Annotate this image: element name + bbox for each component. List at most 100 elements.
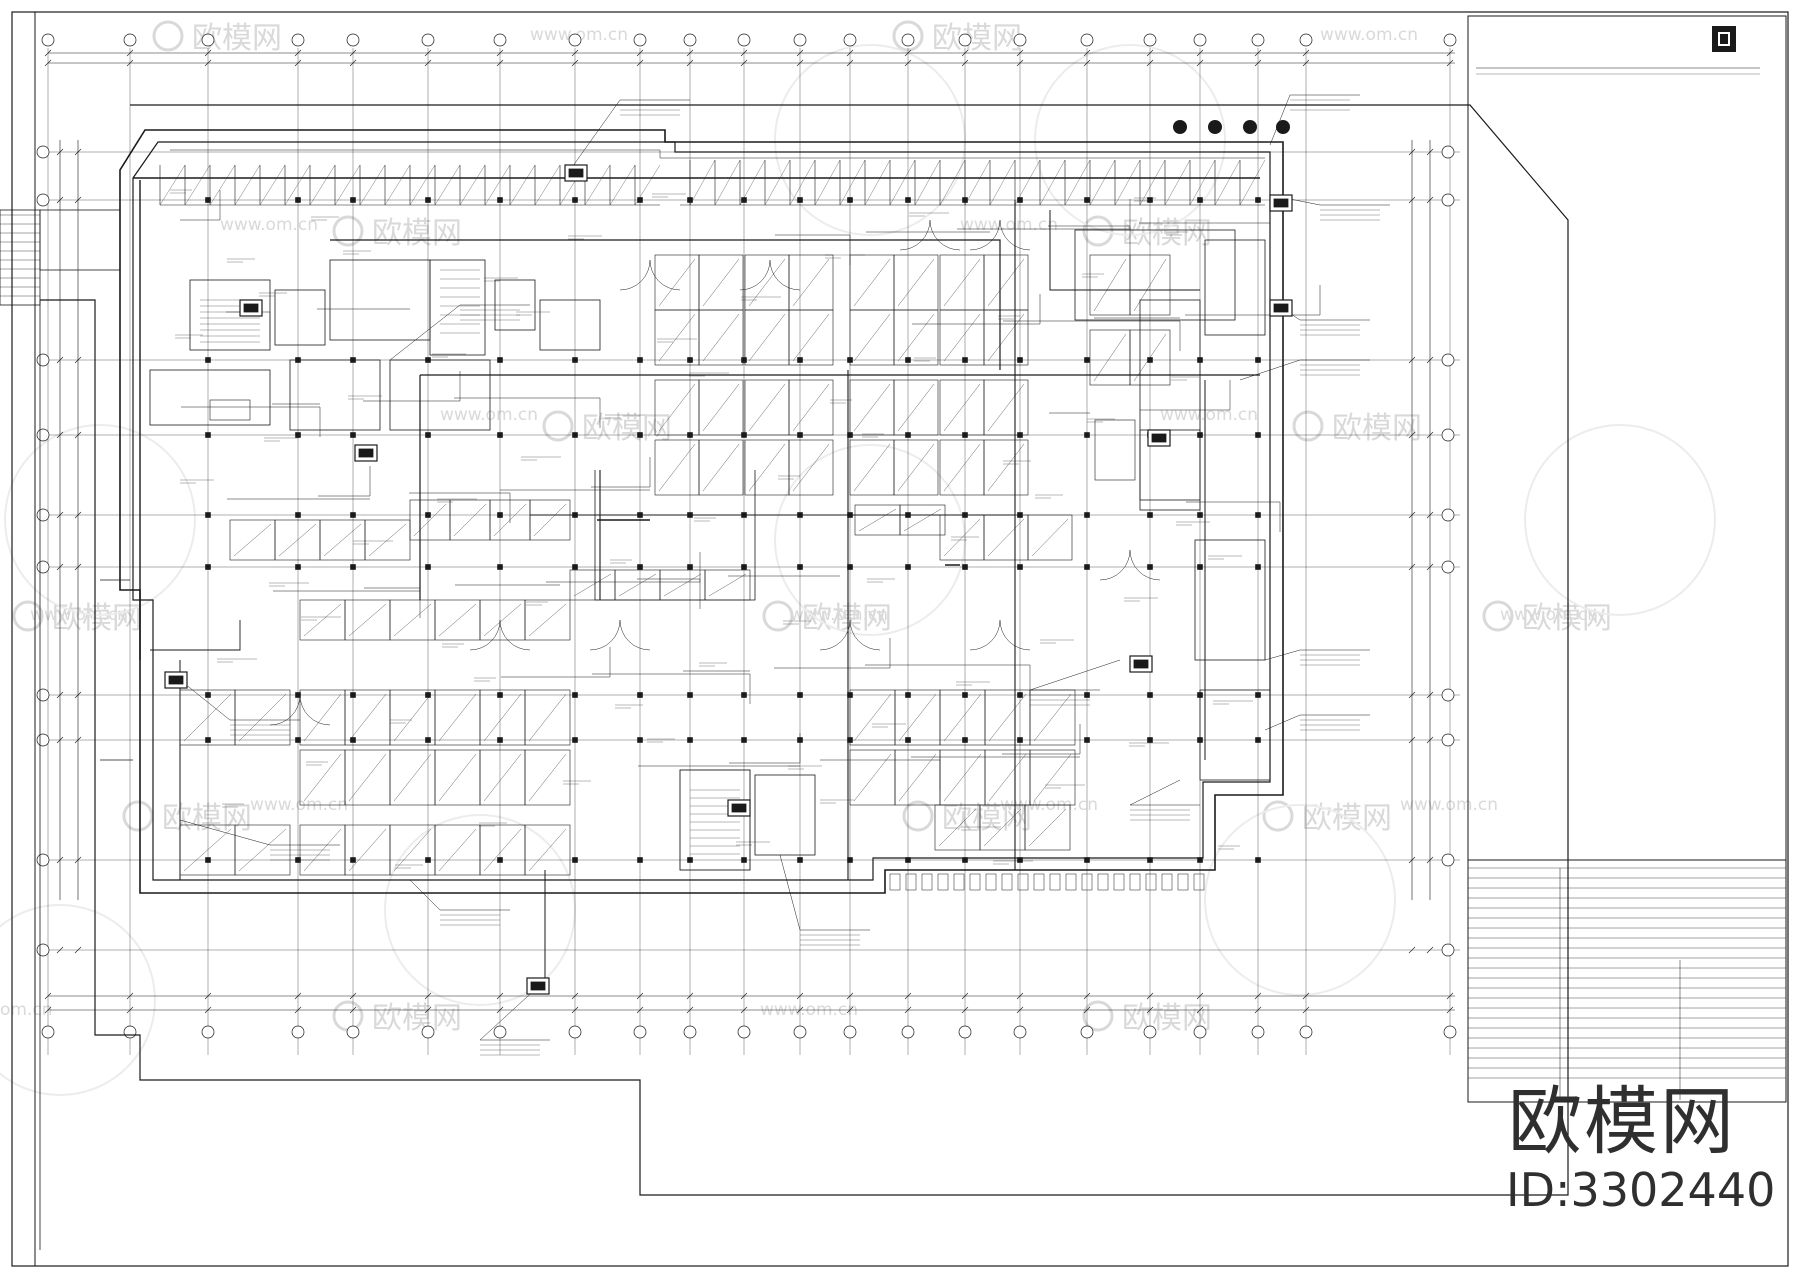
watermark-brand: 欧模网 xyxy=(1122,216,1212,251)
grid-bubble-bottom xyxy=(421,1025,435,1039)
structural-column xyxy=(205,737,211,743)
structural-column xyxy=(797,692,803,698)
parking-stall-diagonal xyxy=(663,573,702,597)
dimension-tick xyxy=(56,431,64,439)
grid-bubble-top xyxy=(958,33,972,47)
dimension-tick xyxy=(74,946,82,954)
dimension-tick xyxy=(56,691,64,699)
parking-stall-diagonal xyxy=(284,164,311,206)
watermark-url: om.cn xyxy=(0,1000,53,1020)
structural-column xyxy=(797,197,803,203)
parking-stall-diagonal xyxy=(528,693,567,742)
dimension-tick xyxy=(1254,49,1262,57)
parking-stall-diagonal xyxy=(792,258,830,307)
structural-column xyxy=(905,857,911,863)
dimension-tick xyxy=(126,49,134,57)
parking-stall-diagonal xyxy=(1089,159,1116,206)
callout-leader xyxy=(779,854,801,931)
callout-leader xyxy=(1269,94,1291,146)
watermark-logo-icon xyxy=(332,1000,364,1032)
sheet-outer-border xyxy=(11,11,1789,1267)
dimension-tick xyxy=(740,1006,748,1014)
dimension-tick xyxy=(904,49,912,57)
callout-leader xyxy=(569,99,621,171)
structural-column xyxy=(741,857,747,863)
equipment-room xyxy=(1199,689,1271,781)
parking-stall-diagonal xyxy=(789,159,816,206)
dimension-tick xyxy=(1083,59,1091,67)
grid-bubble-top xyxy=(901,33,915,47)
parking-stall xyxy=(1024,804,1071,851)
structural-column xyxy=(205,357,211,363)
grid-bubble-bottom xyxy=(843,1025,857,1039)
dimension-tick xyxy=(1446,59,1454,67)
equipment-room xyxy=(389,359,491,431)
grid-bubble-right xyxy=(1441,508,1455,522)
external-entrance xyxy=(39,209,121,271)
parking-stall xyxy=(1129,329,1171,386)
grid-bubble-right xyxy=(1441,428,1455,442)
dimension-tick xyxy=(846,59,854,67)
structural-column xyxy=(1147,857,1153,863)
dimension-tick xyxy=(56,511,64,519)
dimension-tick xyxy=(1146,1006,1154,1014)
structural-column xyxy=(741,197,747,203)
watermark-url: www.om.cn xyxy=(1500,605,1598,625)
dimension-tick xyxy=(961,1006,969,1014)
watermark-logo-icon xyxy=(902,800,934,832)
parking-stall-diagonal xyxy=(483,693,522,742)
external-entrance xyxy=(0,209,41,306)
structural-column xyxy=(205,197,211,203)
watermark-logo-icon xyxy=(762,600,794,632)
dimension-tick xyxy=(686,1006,694,1014)
parking-stall-diagonal xyxy=(233,523,272,557)
structural-column xyxy=(497,692,503,698)
bottom-bay xyxy=(937,873,949,891)
grid-bubble-left xyxy=(36,560,50,574)
watermark-brand: 欧模网 xyxy=(1332,411,1422,446)
watermark-brand: 欧模网 xyxy=(52,601,142,636)
parking-stall-diagonal xyxy=(303,693,342,742)
dimension-tick xyxy=(204,1006,212,1014)
dimension-tick xyxy=(796,49,804,57)
parking-stall-diagonal xyxy=(943,518,981,557)
dimension-tick xyxy=(44,49,52,57)
parking-stall-diagonal xyxy=(864,159,891,206)
distribution-panel-inner xyxy=(243,303,259,313)
parking-stall-diagonal xyxy=(584,164,611,206)
watermark-url: www.om.cn xyxy=(960,215,1058,235)
watermark-logo-icon xyxy=(152,20,184,52)
structural-column xyxy=(962,737,968,743)
dimension-tick xyxy=(1146,59,1154,67)
structural-column xyxy=(1084,737,1090,743)
structural-column xyxy=(1255,564,1261,570)
dimension-tick xyxy=(846,992,854,1000)
bottom-bay xyxy=(1177,873,1189,891)
structural-column xyxy=(1147,512,1153,518)
structural-column xyxy=(205,857,211,863)
grid-bubble-right xyxy=(1441,145,1455,159)
parking-stall-diagonal xyxy=(1033,693,1072,742)
equipment-room xyxy=(1194,539,1266,661)
dimension-tick xyxy=(1146,992,1154,1000)
cable-trunk xyxy=(1049,210,1200,291)
dimension-tick xyxy=(56,946,64,954)
parking-stall-diagonal xyxy=(853,753,892,802)
dimension-tick xyxy=(294,49,302,57)
cable-trunk xyxy=(530,200,1016,880)
callout-leader xyxy=(179,679,231,721)
structural-column xyxy=(637,197,643,203)
structural-column xyxy=(1197,692,1203,698)
grid-bubble-bottom xyxy=(683,1025,697,1039)
parking-stall-diagonal xyxy=(853,443,891,492)
parking-stall-diagonal xyxy=(792,313,830,362)
parking-stall-diagonal xyxy=(853,383,891,432)
grid-bubble-left xyxy=(36,853,50,867)
grid-bubble-right xyxy=(1441,193,1455,207)
dimension-tick xyxy=(1446,49,1454,57)
parking-stall-diagonal xyxy=(303,603,342,637)
structural-column xyxy=(1017,197,1023,203)
grid-bubble-right xyxy=(1441,943,1455,957)
dimension-tick xyxy=(204,59,212,67)
parking-stall-diagonal xyxy=(748,383,786,432)
